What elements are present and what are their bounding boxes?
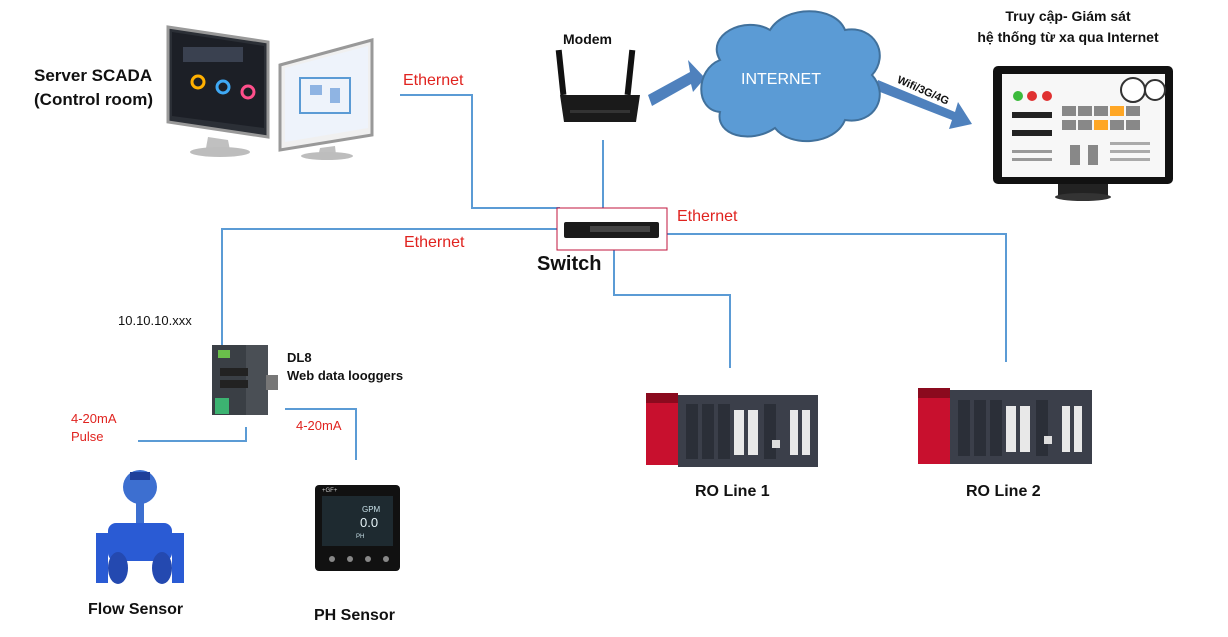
ro-line-2-label: RO Line 2	[966, 483, 1041, 500]
remote-label-line2: hệ thống từ xa qua Internet	[977, 29, 1159, 45]
ethernet-label-switch: Ethernet	[677, 208, 738, 225]
modem-label: Modem	[563, 31, 612, 47]
server-scada-label: Server SCADA (Control room)	[34, 64, 153, 112]
internet-cloud	[700, 10, 881, 143]
modem-icon	[555, 49, 640, 122]
ro-line-1-plc	[646, 393, 818, 467]
ph-value-text: 0.0	[360, 515, 378, 530]
flow-sensor-label: Flow Sensor	[88, 601, 184, 618]
link-switch-ro1	[613, 250, 731, 368]
server-label-line2: (Control room)	[34, 90, 153, 109]
internet-label: INTERNET	[741, 71, 821, 88]
switch-label: Switch	[537, 253, 602, 275]
ro-line-1-label: RO Line 1	[695, 483, 770, 500]
ethernet-label-server: Ethernet	[403, 72, 464, 89]
ph-brand-text: +GF+	[322, 488, 338, 494]
ph-unit-text: GPM	[362, 505, 381, 514]
link-switch-ro2	[667, 233, 1007, 362]
server-monitor-right	[278, 38, 374, 160]
link-server-switch	[400, 94, 560, 209]
ro-line-2-plc	[918, 388, 1092, 464]
dl8-label: DL8 Web data looggers	[287, 349, 403, 385]
remote-access-label: Truy cập- Giám sát hệ thống từ xa qua In…	[958, 6, 1178, 48]
server-monitor-left	[166, 25, 270, 157]
switch-device	[556, 207, 668, 251]
flow-sensor-device	[96, 470, 184, 584]
flow-signal-label: 4-20mA Pulse	[71, 410, 117, 446]
flow-signal-line1: 4-20mA	[71, 411, 117, 426]
ip-address-label: 10.10.10.xxx	[118, 313, 192, 328]
modem-internet-arrow	[648, 60, 705, 106]
connection-lines	[138, 94, 1007, 460]
ph-sub-text: PH	[356, 534, 364, 540]
link-switch-dl8	[221, 228, 560, 345]
remote-monitor	[993, 66, 1173, 201]
ph-sensor-device: +GF+ GPM 0.0 PH	[315, 485, 400, 571]
internet-remote-arrow	[875, 80, 972, 129]
dl8-device	[212, 345, 278, 415]
link-dl8-flow	[138, 427, 247, 442]
link-dl8-ph	[285, 408, 357, 460]
ph-signal-label: 4-20mA	[296, 418, 342, 433]
ph-sensor-label: PH Sensor	[314, 607, 395, 624]
server-label-line1: Server SCADA	[34, 66, 153, 85]
flow-signal-line2: Pulse	[71, 429, 104, 444]
dl8-label-line2: Web data looggers	[287, 368, 404, 383]
ethernet-label-left: Ethernet	[404, 234, 465, 251]
remote-label-line1: Truy cập- Giám sát	[1005, 8, 1131, 24]
dl8-label-line1: DL8	[287, 350, 312, 365]
